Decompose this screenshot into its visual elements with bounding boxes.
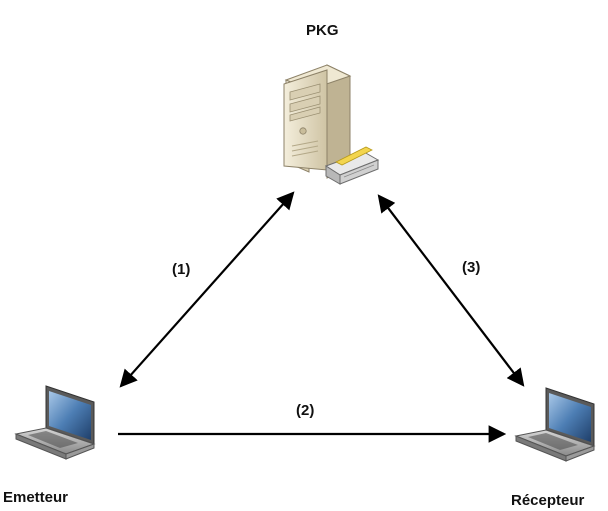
laptop-icon (514, 387, 596, 462)
edge-2-label: (2) (296, 402, 315, 419)
edge-3-label: (3) (462, 259, 481, 276)
server-icon (283, 64, 380, 185)
receiver-label: Récepteur (511, 492, 585, 509)
laptop-icon (14, 385, 96, 460)
sender-label: Emetteur (3, 489, 69, 506)
edge-1-label: (1) (172, 261, 191, 278)
edge-1-arrow (119, 191, 295, 388)
edge-3-arrow (377, 194, 525, 387)
server-label: PKG (306, 22, 339, 39)
